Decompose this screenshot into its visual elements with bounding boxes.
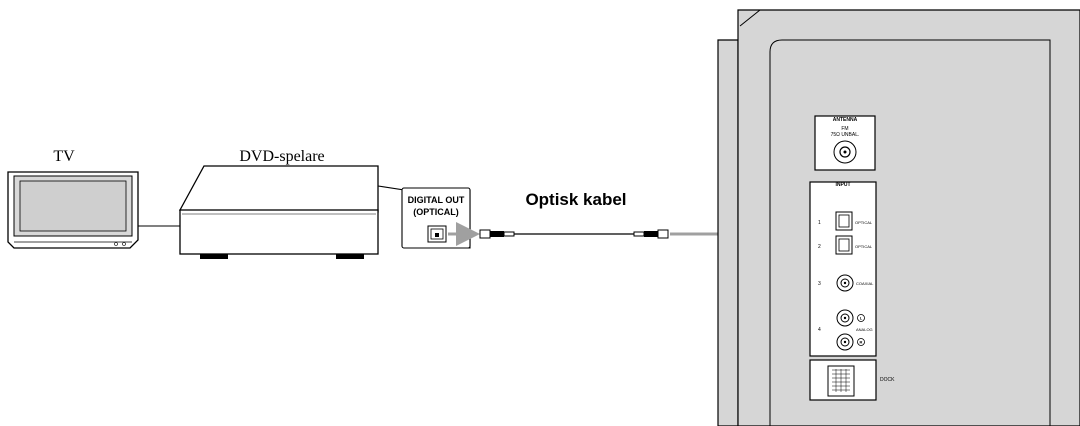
input-1-number: 1: [818, 220, 821, 226]
antenna-impedance-label: 75Ω UNBAL.: [831, 132, 860, 138]
antenna-section: [814, 115, 876, 171]
tv-label: TV: [53, 148, 75, 165]
dvd-player-label: DVD-spelare: [239, 148, 324, 165]
input-3-number: 3: [818, 281, 821, 287]
input-4-label: ANALOG: [856, 327, 873, 332]
digital-out-label: DIGITAL OUT: [408, 195, 465, 205]
dvd-player-illustration: [178, 165, 379, 259]
optical-cable-label: Optisk kabel: [525, 190, 626, 209]
analog-left-label: L: [860, 316, 863, 321]
input-2-label: OPTICAL: [855, 244, 873, 249]
input-section: [809, 181, 877, 357]
antenna-fm-label: FM: [841, 126, 848, 132]
input-label: INPUT: [836, 182, 851, 188]
optical-label: (OPTICAL): [413, 207, 459, 217]
input-4-number: 4: [818, 327, 821, 333]
analog-right-label: R: [860, 340, 863, 345]
antenna-label: ANTENNA: [833, 117, 858, 123]
dock-section: [809, 359, 877, 401]
tv-illustration: [7, 171, 139, 249]
input-2-number: 2: [818, 244, 821, 250]
dock-label: DOCK: [880, 377, 895, 383]
input-1-label: OPTICAL: [855, 220, 873, 225]
speaker-back-panel: [717, 9, 1080, 426]
input-3-label: COAXIAL: [856, 281, 874, 286]
